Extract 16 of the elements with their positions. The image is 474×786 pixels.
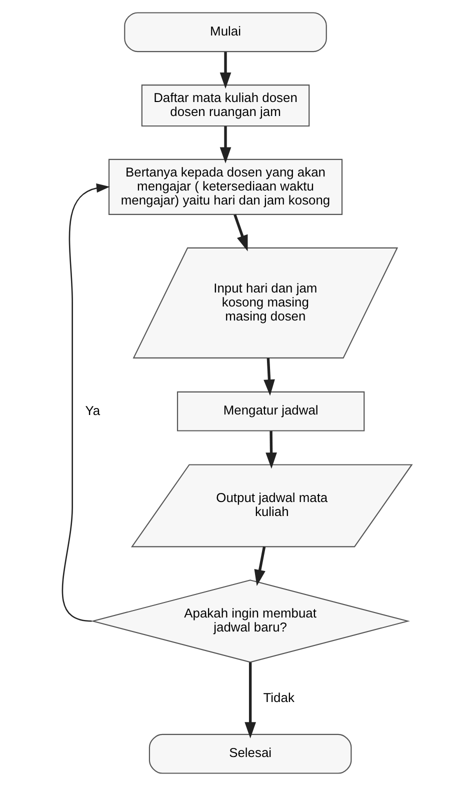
node-box: Daftar mata kuliah dosen dosen ruangan jam: [141, 84, 310, 127]
node-box: Bertanya kepada dosen yang akan mengajar ( ketersediaan waktu mengajar) yaitu hari dan jam kosong: [108, 158, 343, 216]
edge-label: Tidak: [263, 690, 294, 706]
node-box: Selesai: [148, 734, 352, 774]
node-diamond: Apakah ingin membuat jadwal baru?: [90, 580, 410, 663]
arrow: [264, 358, 275, 396]
arrow: [266, 431, 277, 469]
arrow: [62, 183, 110, 622]
arrow: [244, 662, 256, 738]
node-box: Mulai: [124, 12, 327, 52]
arrow: [254, 546, 266, 586]
arrow: [220, 52, 232, 89]
edge-label: Ya: [85, 403, 100, 418]
arrow: [234, 214, 248, 252]
arrow: [220, 126, 232, 164]
node-box: Mengatur jadwal: [176, 391, 365, 432]
